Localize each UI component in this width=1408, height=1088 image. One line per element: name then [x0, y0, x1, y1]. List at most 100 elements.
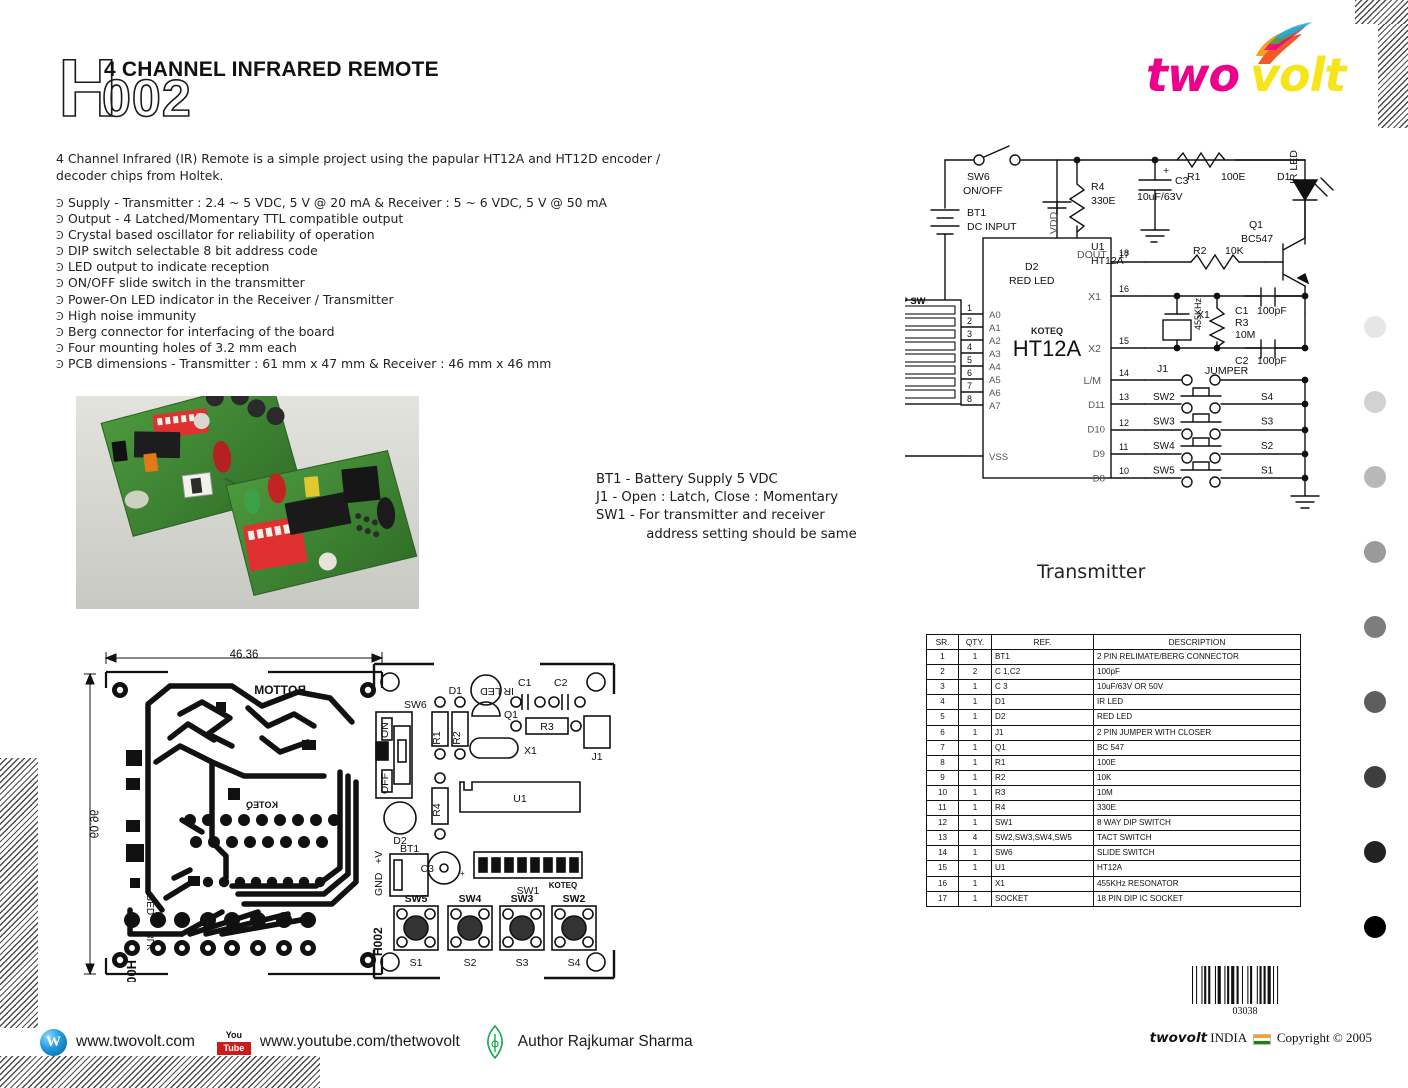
bom-cell-sr: 9: [926, 769, 959, 786]
bom-cell-desc: 10M: [1093, 784, 1301, 802]
label-sw4: SW4: [1153, 441, 1175, 452]
website-link[interactable]: www.twovolt.com: [76, 1033, 195, 1050]
bom-cell-desc: 2 PIN JUMPER WITH CLOSER: [1093, 724, 1301, 741]
bullet-marker: Ͽ: [56, 261, 64, 275]
bom-cell-sr: 6: [926, 724, 959, 741]
silk-gnd: GND: [373, 872, 385, 896]
label-bt1: BT1: [967, 207, 986, 219]
bom-cell-sr: 15: [926, 860, 959, 877]
ic-pin-D11: D11: [1088, 400, 1105, 411]
feature-text: Berg connector for interfacing of the bo…: [68, 323, 335, 339]
pcb-brand: KOTEQ: [246, 800, 278, 810]
pad-label-blk: BLK: [146, 932, 157, 951]
bullet-marker: Ͽ: [56, 213, 64, 227]
barcode-bar: [1277, 966, 1279, 1004]
ic-pin-D10: D10: [1087, 425, 1105, 436]
bom-col-sr: SR.: [926, 633, 959, 651]
silk-s2: S2: [464, 957, 477, 969]
dimension-width: 46.36: [230, 649, 259, 661]
barcode-bar: [1267, 966, 1271, 1004]
bom-cell-desc: RED LED: [1093, 709, 1301, 726]
bullet-marker: Ͽ: [56, 229, 64, 243]
pin-num-12: 12: [1119, 418, 1129, 428]
layer-label: BOTTOM: [254, 683, 306, 697]
label-sw3: SW3: [1153, 417, 1175, 428]
silk-on: ON: [379, 722, 391, 738]
barcode-bar: [1227, 966, 1230, 1004]
silk-r2: R2: [451, 731, 463, 745]
bom-cell-sr: 4: [926, 694, 959, 711]
silk-board-id: H002: [371, 927, 385, 956]
ic-pin-A2: A2: [989, 336, 1001, 347]
label-jumper: JUMPER: [1205, 365, 1249, 377]
youtube-link[interactable]: www.youtube.com/thetwovolt: [259, 1033, 460, 1050]
youtube-icon: You Tube: [216, 1029, 251, 1055]
label-d1: D1: [1277, 171, 1291, 183]
bom-cell-ref: X1: [991, 875, 1094, 892]
bom-cell-sr: 13: [926, 830, 959, 847]
silk-c3: C3: [421, 863, 435, 875]
barcode-bar: [1214, 966, 1216, 1004]
silk-c1: C1: [518, 677, 532, 689]
silk-s3: S3: [516, 957, 529, 969]
bom-cell-desc: SLIDE SWITCH: [1093, 845, 1301, 862]
feature-text: Crystal based oscillator for reliability…: [68, 227, 375, 243]
label-out-s4: S4: [1261, 392, 1274, 403]
label-q1-val: BC547: [1241, 233, 1273, 245]
gradient-dot: [1364, 616, 1386, 638]
gradient-dot: [1364, 841, 1386, 863]
label-r4: R4: [1091, 181, 1105, 193]
youtube-icon-bottom: Tube: [216, 1042, 251, 1055]
barcode-bar: [1224, 966, 1226, 1004]
pin-num-2: 2: [967, 316, 972, 326]
bom-cell-desc: IR LED: [1093, 694, 1301, 711]
bom-cell-ref: U1: [991, 860, 1094, 877]
bom-cell-ref: D1: [991, 694, 1094, 711]
barcode-number: 03038: [1232, 1006, 1258, 1017]
feature-text: LED output to indicate reception: [68, 259, 270, 275]
pin-num-13: 13: [1119, 392, 1129, 402]
silk-sw4: SW4: [459, 893, 482, 905]
bom-cell-desc: 8 WAY DIP SWITCH: [1093, 815, 1301, 832]
label-r4-val: 330E: [1091, 195, 1116, 207]
label-bt1-sub: DC INPUT: [967, 221, 1017, 233]
bom-cell-qty: 1: [958, 875, 992, 892]
feature-text: High noise immunity: [68, 307, 197, 323]
bom-cell-ref: Q1: [991, 739, 1094, 756]
barcode-bar: [1192, 966, 1194, 1004]
bom-cell-ref: SW6: [991, 845, 1094, 862]
bom-cell-desc: 18 PIN DIP IC SOCKET: [1093, 890, 1301, 907]
label-c1: C1: [1235, 305, 1249, 317]
pin-num-10: 10: [1119, 466, 1129, 476]
bom-cell-sr: 8: [926, 754, 959, 771]
label-c3-val: 10uF/63V: [1137, 191, 1183, 203]
globe-icon: W: [40, 1028, 67, 1056]
bullet-marker: Ͽ: [56, 245, 64, 259]
label-d1-sub: IR LED: [1288, 150, 1300, 184]
board-id: H002: [124, 960, 139, 982]
silk-u1: U1: [513, 793, 527, 805]
barcode-bar: [1256, 966, 1258, 1004]
silk-bt1: BT1: [400, 843, 419, 855]
schematic-caption: Transmitter: [1037, 561, 1146, 583]
label-sw1-sub: 8-WAY DIP SW: [905, 295, 926, 306]
label-r1: R1: [1187, 171, 1201, 183]
label-sw5: SW5: [1153, 466, 1175, 477]
bom-cell-ref: R1: [991, 754, 1094, 771]
label-lm: L/M: [1083, 375, 1101, 387]
bom-cell-qty: 1: [958, 890, 992, 907]
bom-cell-desc: TACT SWITCH: [1093, 830, 1301, 847]
